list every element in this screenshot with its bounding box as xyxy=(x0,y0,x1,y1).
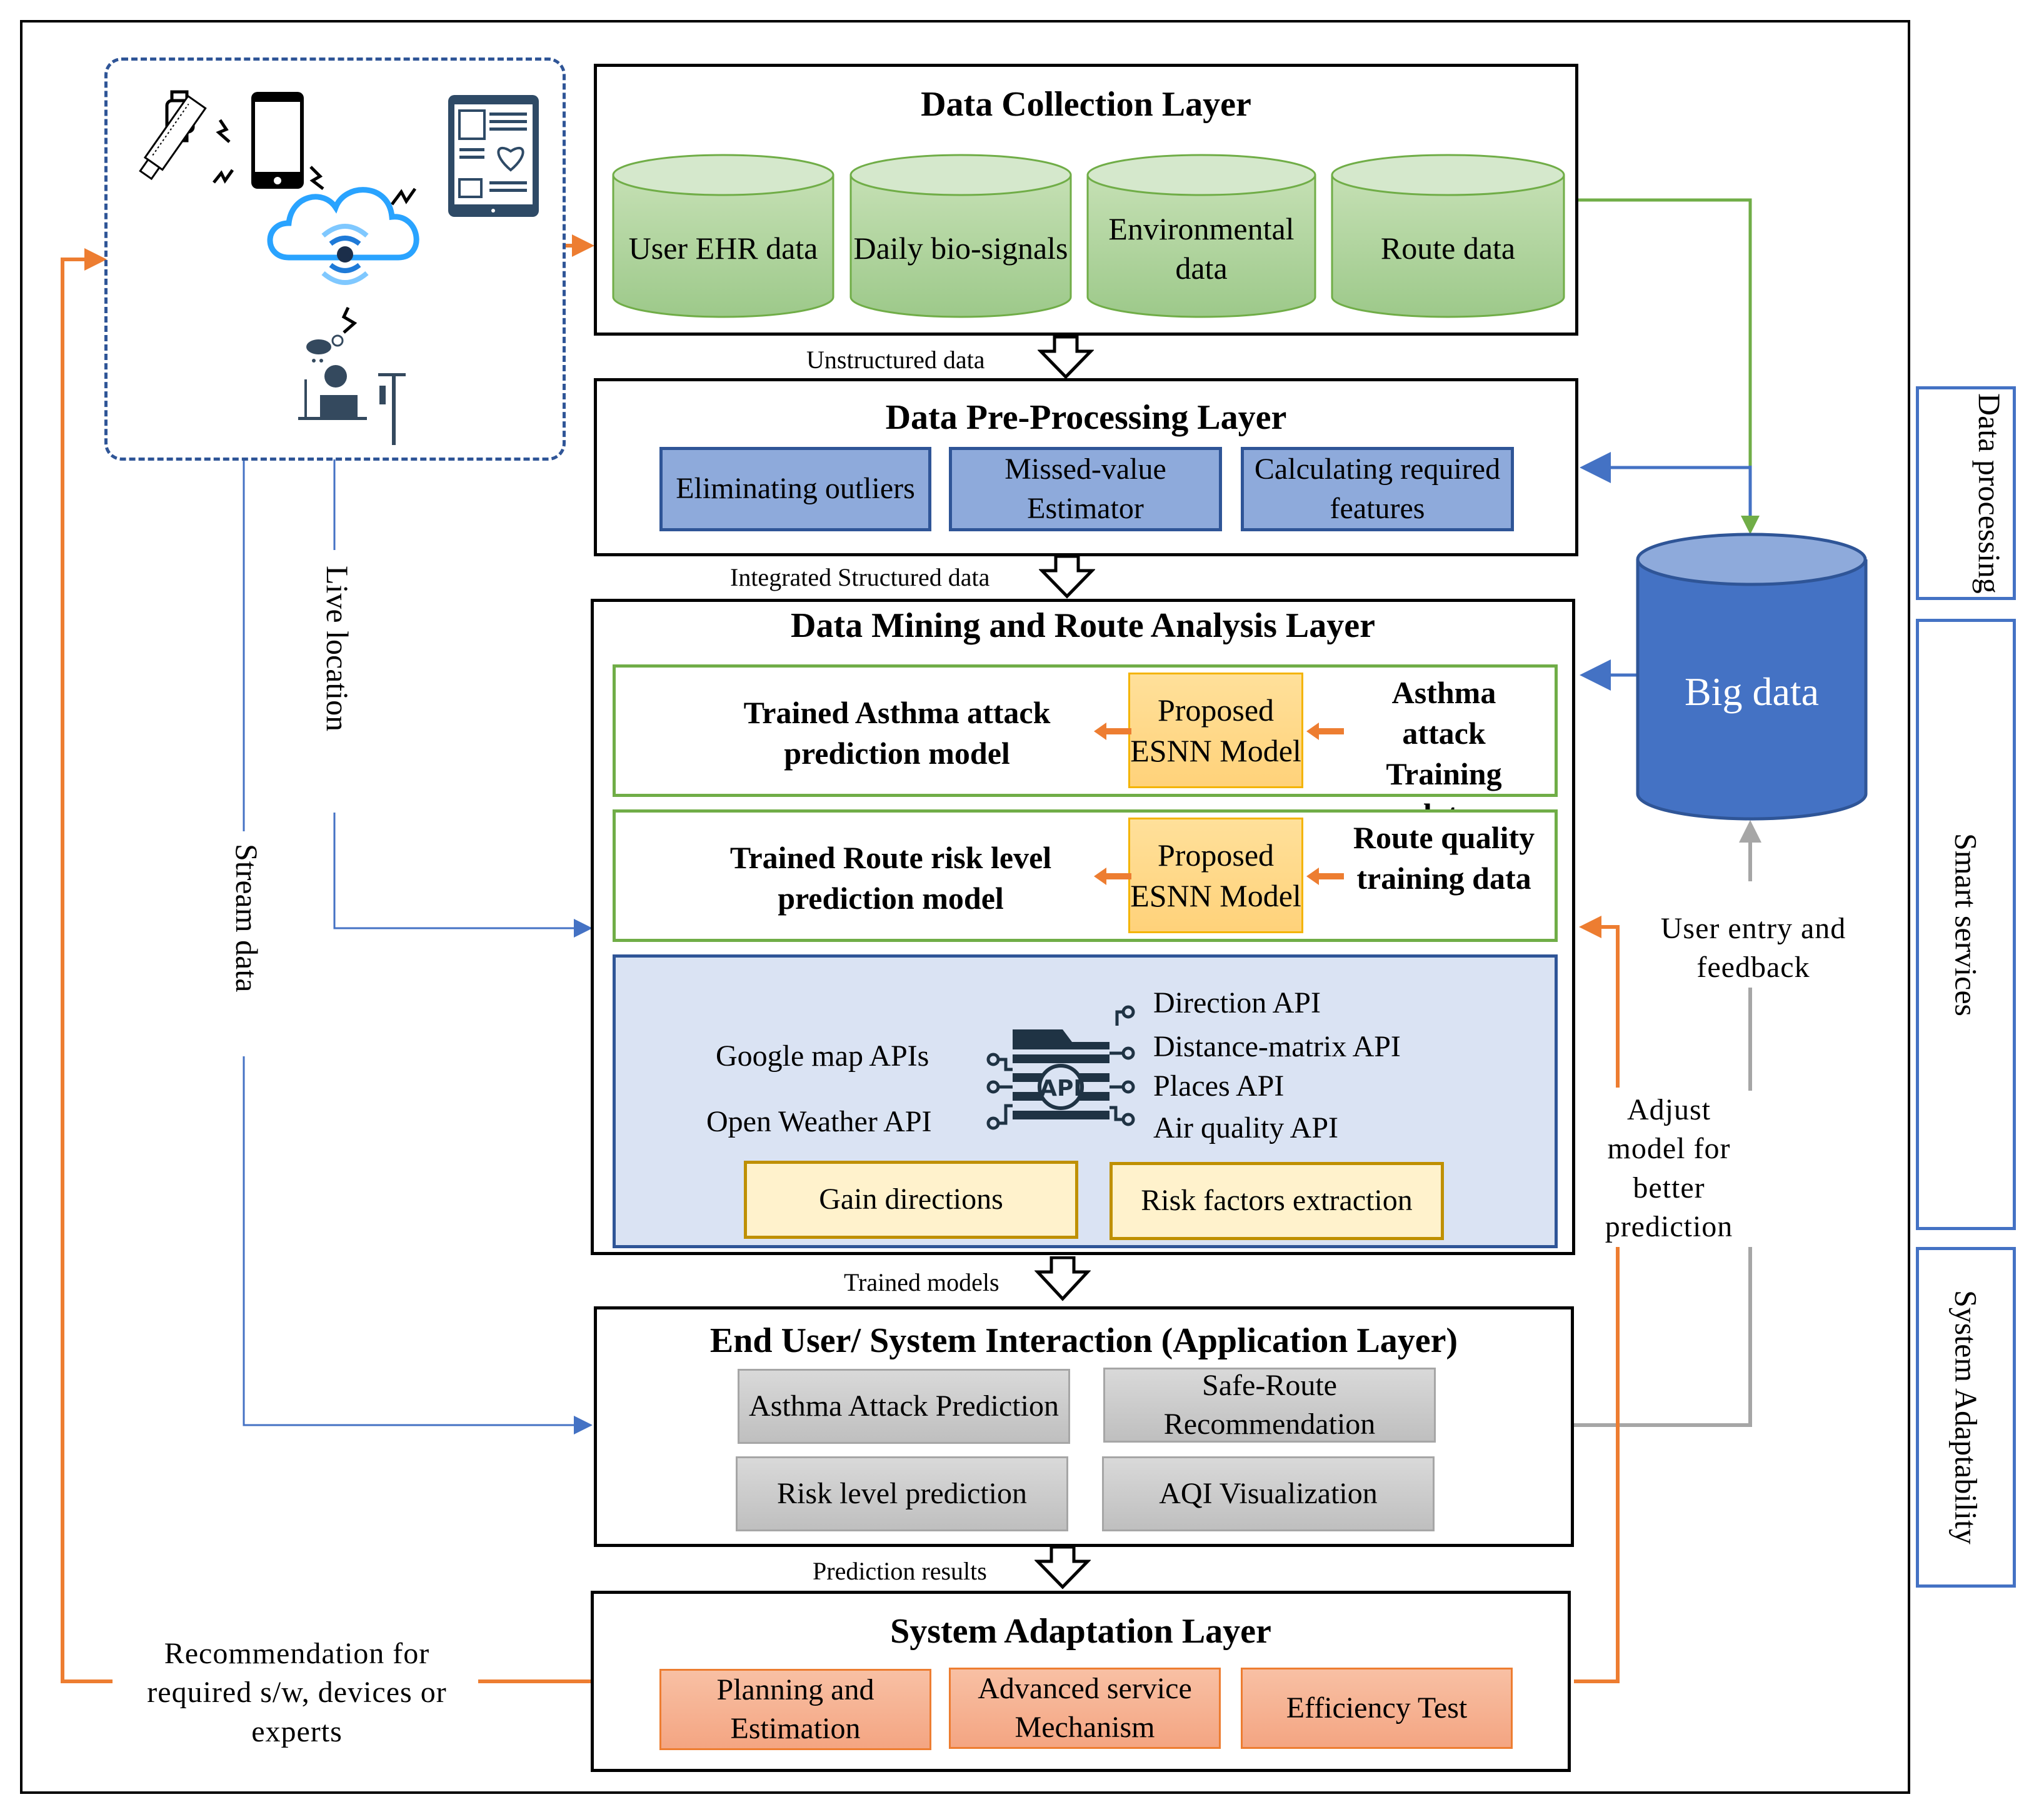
smartphone-icon xyxy=(251,92,304,189)
data-source-label: User EHR data xyxy=(628,231,818,266)
down-arrow-icon xyxy=(1038,336,1094,379)
cloud-wifi-icon xyxy=(267,187,419,285)
data-collection-title: Data Collection Layer xyxy=(921,85,1251,124)
adaptation-layer: System Adaptation Layer Planning and Est… xyxy=(591,1591,1571,1772)
route-model-row: Trained Route risk level prediction mode… xyxy=(613,809,1558,942)
application-layer: End User/ System Interaction (Applicatio… xyxy=(594,1306,1574,1547)
data-source-label: Route data xyxy=(1380,231,1516,266)
adaptation-title: System Adaptation Layer xyxy=(890,1612,1271,1651)
route-esnn-model: Proposed ESNN Model xyxy=(1128,818,1303,933)
data-mining-title: Data Mining and Route Analysis Layer xyxy=(791,606,1375,645)
side-label-text: Data processing xyxy=(1972,393,2007,594)
green-connector xyxy=(1578,198,1752,466)
medical-tablet-icon xyxy=(448,95,539,217)
application-title: End User/ System Interaction (Applicatio… xyxy=(709,1321,1458,1360)
arrow-left-icon xyxy=(1306,868,1344,885)
preprocess-step-features: Calculating required features xyxy=(1241,447,1514,531)
adjust-model-label: Adjust model for better prediction xyxy=(1585,1091,1753,1247)
orange-connector-adjust-upper xyxy=(1579,916,1620,1088)
user-feedback-label: User entry and feedback xyxy=(1650,909,1856,988)
signal-zigzag-icon xyxy=(213,119,417,334)
weather-icon xyxy=(306,334,344,363)
peak-flow-meter-icon xyxy=(139,94,207,181)
data-source-cylinder: Environmental data xyxy=(1086,153,1317,319)
arrow-left-icon xyxy=(1094,868,1131,885)
flow-label-integrated: Integrated Structured data xyxy=(730,563,990,591)
api-icon-label: API xyxy=(1040,1076,1082,1101)
weather-station-icon xyxy=(298,365,406,445)
flow-label-prediction: Prediction results xyxy=(813,1557,987,1585)
asthma-model-output: Trained Asthma attack prediction model xyxy=(743,695,1051,771)
api-places: Places API xyxy=(1153,1069,1285,1103)
service-aqi-visualization: AQI Visualization xyxy=(1102,1456,1435,1531)
service-safe-route: Safe-Route Recommendation xyxy=(1103,1368,1436,1443)
side-label-data-processing: Data processing xyxy=(1916,386,2016,600)
route-training-data: Route quality training data xyxy=(1353,820,1535,896)
asthma-esnn-model: Proposed ESNN Model xyxy=(1128,673,1303,788)
api-direction: Direction API xyxy=(1153,986,1321,1019)
orange-connector-recommend-left xyxy=(61,248,113,1683)
stream-data-label: Stream data xyxy=(229,844,264,993)
side-label-text: Smart services xyxy=(1948,833,1984,1016)
devices-panel xyxy=(104,58,566,461)
stream-data-connector-lower xyxy=(243,1056,593,1434)
arrow-left-icon xyxy=(1306,723,1344,740)
down-arrow-icon xyxy=(1035,1546,1091,1589)
api-air-quality: Air quality API xyxy=(1153,1111,1338,1144)
down-arrow-icon xyxy=(1035,1256,1091,1301)
route-model-output: Trained Route risk level prediction mode… xyxy=(729,840,1052,916)
api-panel: Google map APIs Open Weather API API xyxy=(613,954,1558,1248)
preprocessing-layer: Data Pre-Processing Layer Eliminating ou… xyxy=(594,378,1578,556)
preprocess-step-outliers: Eliminating outliers xyxy=(659,447,931,531)
big-data-store xyxy=(1636,533,1868,821)
data-mining-layer: Data Mining and Route Analysis Layer Tra… xyxy=(591,599,1575,1255)
data-source-label: Daily bio-signals xyxy=(853,231,1068,266)
asthma-model-row: Trained Asthma attack prediction model P… xyxy=(613,664,1558,813)
service-risk-level: Risk level prediction xyxy=(736,1456,1068,1531)
data-source-cylinder: User EHR data xyxy=(611,153,835,319)
flow-label-trained: Trained models xyxy=(844,1268,999,1296)
arrow-left-icon xyxy=(1094,723,1131,740)
side-label-smart-services: Smart services xyxy=(1916,619,2016,1230)
recommendation-label: Recommendation for required s/w, devices… xyxy=(147,1637,447,1748)
adapt-efficiency-test: Efficiency Test xyxy=(1241,1668,1513,1749)
service-asthma-prediction: Asthma Attack Prediction xyxy=(738,1369,1070,1444)
api-distance-matrix: Distance-matrix API xyxy=(1153,1030,1401,1063)
live-location-label: Live location xyxy=(320,566,355,732)
down-arrow-icon xyxy=(1039,555,1095,599)
side-label-system-adaptability: System Adaptability xyxy=(1916,1247,2016,1588)
task-risk-factors: Risk factors extraction xyxy=(1110,1162,1444,1240)
api-icon: API xyxy=(986,1005,1135,1130)
data-source-label: Environmental data xyxy=(1108,211,1295,286)
live-location-connector-lower xyxy=(333,813,593,938)
api-source-google: Google map APIs xyxy=(716,1039,929,1073)
data-source-cylinder: Route data xyxy=(1330,153,1566,319)
task-gain-directions: Gain directions xyxy=(744,1161,1078,1239)
big-data-label: Big data xyxy=(1684,669,1820,714)
adapt-planning: Planning and Estimation xyxy=(659,1669,931,1750)
preprocess-step-missed-value: Missed-value Estimator xyxy=(949,447,1222,531)
devices-illustration xyxy=(139,90,539,445)
outer-frame xyxy=(20,20,1910,1794)
orange-connector-adjust-lower xyxy=(1574,1241,1620,1683)
adapt-advanced-service: Advanced service Mechanism xyxy=(949,1668,1221,1749)
data-source-cylinder: Daily bio-signals xyxy=(849,153,1073,319)
preprocessing-title: Data Pre-Processing Layer xyxy=(885,398,1287,437)
asthma-training-data: Asthma attack Training data xyxy=(1386,675,1502,813)
flow-label-unstructured: Unstructured data xyxy=(806,346,985,374)
side-label-text: System Adaptability xyxy=(1948,1290,1984,1544)
api-source-weather: Open Weather API xyxy=(706,1105,932,1138)
